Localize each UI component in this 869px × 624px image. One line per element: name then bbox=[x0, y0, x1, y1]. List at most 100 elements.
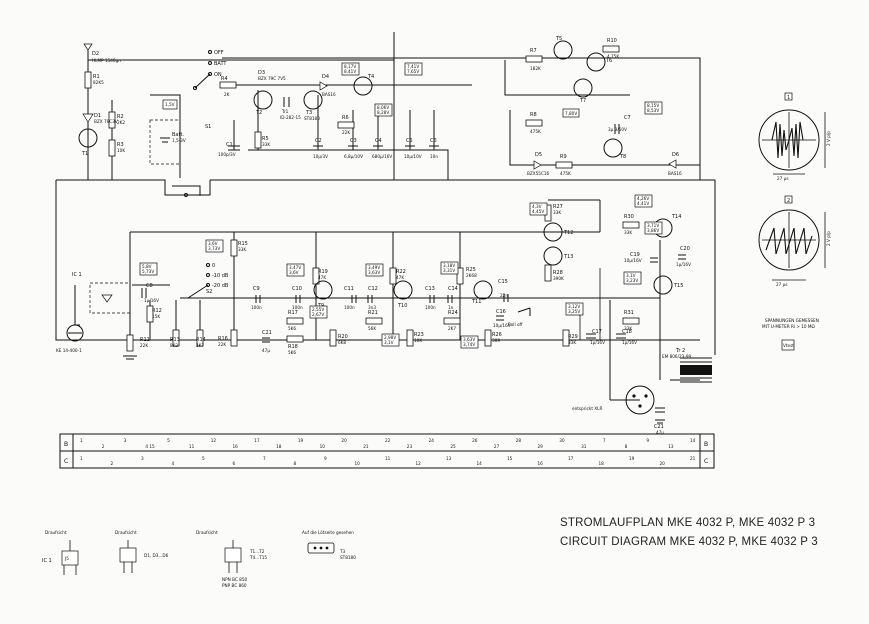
tr2-part: EM 806/23-99 bbox=[662, 354, 691, 359]
grid-ref-number: 30 bbox=[559, 438, 565, 443]
label-c17: C17 bbox=[592, 329, 602, 335]
volt-v16: 3,71V bbox=[647, 223, 659, 228]
s2-pos0: 0 bbox=[212, 263, 215, 269]
label-t11: T11 bbox=[471, 299, 481, 305]
value-r6: 22K bbox=[342, 130, 350, 135]
volt-v6b: 5,73V bbox=[142, 269, 154, 274]
value-r20: 6K8 bbox=[338, 340, 346, 345]
label-c21: C21 bbox=[654, 424, 664, 430]
value-c16: 10µ/16V bbox=[493, 323, 511, 328]
title-line-1: STROMLAUFPLAN MKE 4032 P, MKE 4032 P 3 bbox=[560, 517, 815, 529]
transistor-t1 bbox=[78, 128, 98, 148]
waveform-2: 2 2 V p/p 27 µs bbox=[758, 195, 831, 287]
transistor-t7 bbox=[573, 78, 593, 98]
value-r1: 82K5 bbox=[93, 80, 104, 85]
resistor-r11 bbox=[126, 334, 134, 352]
grid-ref-number: 8 bbox=[294, 461, 297, 466]
label-c5: C5 bbox=[406, 138, 413, 144]
resistor-r28 bbox=[544, 264, 552, 282]
grid-ref-number: 19 bbox=[298, 438, 304, 443]
label-r14: R14 bbox=[196, 337, 206, 343]
s2-pos1: -10 dB bbox=[212, 273, 229, 279]
volt-v5: 8,15V bbox=[647, 103, 659, 108]
grid-ref-number: 18 bbox=[599, 461, 605, 466]
label-r16: R16 bbox=[218, 336, 228, 342]
label-d6: D6 bbox=[672, 152, 679, 158]
relay-label: Roll off bbox=[508, 322, 523, 327]
battery-voltage: 1,5-3V bbox=[172, 138, 186, 143]
svg-text:27 µs: 27 µs bbox=[776, 282, 788, 287]
label-t1: T1 bbox=[81, 151, 88, 157]
volt-v5b: 8,53V bbox=[647, 108, 659, 113]
value-r26: 3K9 bbox=[492, 338, 500, 343]
label-r4: R4 bbox=[221, 76, 228, 82]
label-c12: C12 bbox=[368, 286, 378, 292]
grid-ref-number: 16 bbox=[538, 461, 544, 466]
resistor-r23 bbox=[406, 329, 414, 347]
resistor-r31 bbox=[622, 317, 640, 325]
label-c20: C20 bbox=[680, 246, 690, 252]
volt-v15b: 4,41V bbox=[637, 201, 649, 206]
resistor-r12 bbox=[146, 305, 154, 323]
value-c17: 1µ/16V bbox=[590, 340, 605, 345]
tr2-ref: Tr 2 bbox=[675, 348, 685, 354]
label-d3: D3 bbox=[258, 70, 265, 76]
resistor-r24 bbox=[443, 317, 461, 325]
s2-label: S2 bbox=[206, 289, 212, 295]
value-c10: 100n bbox=[292, 305, 303, 310]
grid-ref-number: 9 bbox=[646, 438, 649, 443]
grid-ref-number: 17 bbox=[254, 438, 260, 443]
resistor-r5 bbox=[254, 131, 262, 149]
value-c15: 22n bbox=[500, 293, 508, 298]
label-t4: T4 bbox=[367, 74, 374, 80]
pinout-t3: Auf die Lötseite gesehen T3 ST8180 bbox=[302, 530, 356, 560]
wiring bbox=[55, 32, 716, 401]
label-r28: R28 bbox=[553, 270, 563, 276]
svg-text:Draufsicht: Draufsicht bbox=[45, 530, 67, 535]
label-r15: R15 bbox=[238, 241, 248, 247]
volt-v18b: 3,25V bbox=[568, 309, 580, 314]
resistor-r22 bbox=[389, 267, 397, 285]
svg-text:C: C bbox=[64, 458, 68, 465]
label-c6: C6 bbox=[430, 138, 437, 144]
grid-ref-number: 15 bbox=[507, 456, 513, 461]
s1-label: S1 bbox=[205, 124, 211, 130]
value-r23: 10K bbox=[414, 338, 422, 343]
volt-v14b: 4,45V bbox=[532, 209, 544, 214]
label-c7: C7 bbox=[624, 115, 631, 121]
svg-text:1: 1 bbox=[787, 95, 790, 101]
label-r25: R25 bbox=[466, 267, 476, 273]
label-r12: R12 bbox=[152, 308, 162, 314]
transistor-t11 bbox=[473, 280, 493, 300]
tr1-ref: Tr1 bbox=[281, 109, 289, 114]
label-r27: R27 bbox=[553, 204, 563, 210]
label-c16: C16 bbox=[496, 309, 506, 315]
label-c11: C11 bbox=[344, 286, 354, 292]
value-r14: 2K7 bbox=[196, 343, 204, 348]
grid-ref-number: 2 bbox=[102, 444, 105, 449]
s2-pos2: -20 dB bbox=[212, 283, 229, 289]
grid-ref-number: 16 bbox=[233, 444, 239, 449]
grid-ref-number: 26 bbox=[472, 438, 478, 443]
label-r19: R19 bbox=[318, 269, 328, 275]
volt-v6: 5,8V bbox=[142, 264, 152, 269]
value-c7: 3µ 3/50V bbox=[608, 127, 627, 132]
grid-ref-number: 4 bbox=[172, 461, 175, 466]
volt-v12: 2,98V bbox=[384, 335, 396, 340]
value-r10: 4,75K bbox=[607, 54, 619, 59]
label-t14: T14 bbox=[671, 214, 681, 220]
value-r2: 2K2 bbox=[117, 120, 125, 125]
svg-text:PNP BC 860: PNP BC 860 bbox=[222, 583, 247, 588]
resistor-r8 bbox=[525, 119, 543, 127]
label-t12: T12 bbox=[563, 230, 573, 236]
value-c6: 10n bbox=[430, 154, 438, 159]
grid-ref-number: 18 bbox=[276, 444, 282, 449]
label-r1: R1 bbox=[93, 74, 100, 80]
resistor-r2 bbox=[108, 111, 116, 129]
label-t15: T15 bbox=[673, 283, 683, 289]
volt-v19: 1,5V bbox=[165, 102, 175, 107]
value-c20: 1µ/16V bbox=[676, 262, 691, 267]
